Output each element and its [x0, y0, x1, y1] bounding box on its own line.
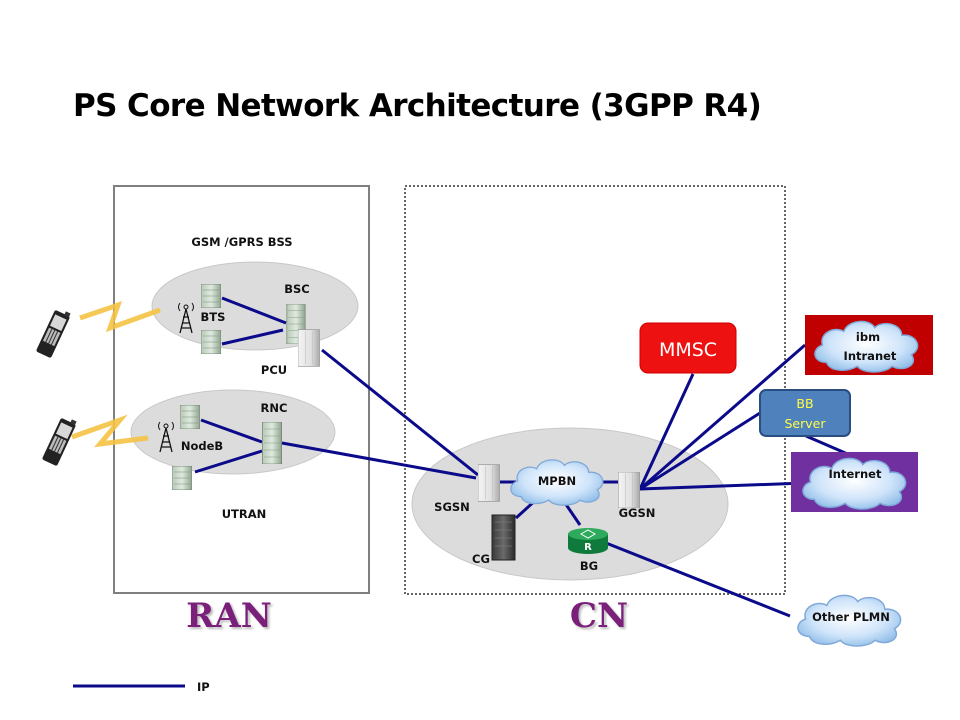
cn-region-label: CN — [570, 596, 628, 636]
nodeb-label: NodeB — [181, 439, 223, 453]
ran-region-label: RAN — [186, 596, 272, 636]
bts-label: BTS — [201, 310, 226, 324]
bts-rack-2-icon — [201, 330, 221, 354]
link-pcu-sgsn — [321, 348, 479, 477]
link-ggsn-bb — [639, 411, 761, 491]
ggsn-server-icon — [618, 472, 640, 508]
mmsc-box[interactable] — [639, 322, 737, 374]
bg-label: BG — [580, 559, 598, 573]
link-rnc-sgsn — [281, 441, 477, 480]
bg-router-glyph: R — [584, 542, 592, 553]
link-bg-otherplmn — [605, 541, 791, 618]
bb-server-box[interactable] — [759, 389, 851, 437]
utran-group-label: UTRAN — [222, 507, 267, 521]
link-nodeb1-rnc — [200, 418, 263, 444]
bg-router-icon: R — [568, 528, 608, 554]
link-ggsn-ibm — [639, 343, 806, 491]
ibm-intranet-label-line2: Intranet — [844, 349, 897, 363]
bb-server-label-line2: Server — [785, 416, 827, 431]
link-ggsn-mmsc — [638, 373, 695, 490]
legend-ip-label: IP — [197, 680, 210, 694]
mmsc-label: MMSC — [659, 339, 717, 361]
ip-links — [73, 296, 851, 688]
nodeb-rack-1-icon — [180, 405, 200, 429]
bsc-label: BSC — [284, 282, 310, 296]
rnc-rack-icon — [261, 422, 283, 464]
link-bb-internet — [805, 434, 851, 457]
pcu-server-icon — [298, 329, 320, 367]
bss-group-label: GSM /GPRS BSS — [191, 235, 292, 249]
link-bts2-bsc — [221, 328, 284, 346]
link-ggsn-internet — [639, 481, 806, 491]
internet-label: Internet — [829, 467, 882, 481]
mpbn-label: MPBN — [538, 474, 576, 488]
bb-server-label-line1: BB — [796, 396, 813, 411]
bts-rack-1-icon — [201, 284, 221, 308]
pcu-label: PCU — [261, 363, 287, 377]
radio-link-bss — [79, 300, 161, 333]
other-plmn-label: Other PLMN — [812, 610, 890, 624]
mobile-phone-umts-icon — [41, 416, 79, 467]
link-bts1-bsc — [221, 296, 287, 325]
link-mpbn-bg — [563, 502, 582, 526]
ibm-intranet-label-line1: ibm — [856, 330, 880, 344]
mobile-phone-gsm-icon — [35, 308, 73, 359]
cg-server-icon — [491, 514, 516, 561]
page-title: PS Core Network Architecture (3GPP R4) — [73, 88, 762, 124]
sgsn-label: SGSN — [434, 500, 470, 514]
link-nodeb2-rnc — [194, 449, 263, 474]
radio-link-utran — [71, 414, 149, 448]
cg-label: CG — [472, 552, 490, 566]
sgsn-server-icon — [478, 464, 500, 502]
ggsn-label: GGSN — [619, 506, 656, 520]
nodeb-rack-2-icon — [172, 466, 192, 490]
rnc-label: RNC — [261, 401, 288, 415]
